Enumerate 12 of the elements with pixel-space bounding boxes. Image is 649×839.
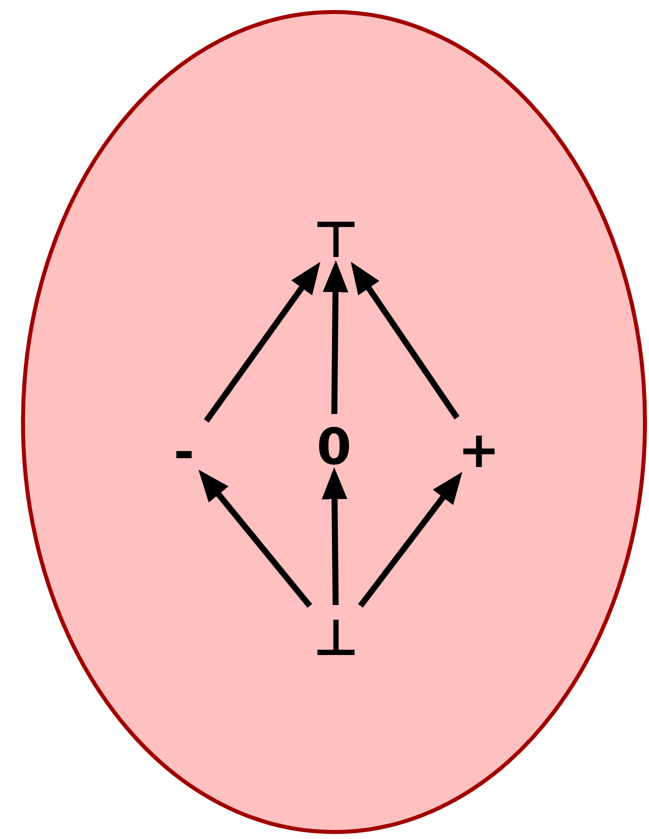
lattice-symbol: + [457,421,501,479]
arrow [350,262,460,420]
arrow [358,472,462,608]
arrow [198,470,312,608]
arrow [204,262,320,423]
lattice-symbol: ⊥ [312,609,360,667]
lattice-symbol: ⊤ [312,211,360,269]
lattice-symbol: 0 [312,418,356,476]
lattice-symbol: - [164,423,204,481]
arrow [322,260,348,414]
arrow [322,467,348,606]
ellipse-region [21,10,647,834]
